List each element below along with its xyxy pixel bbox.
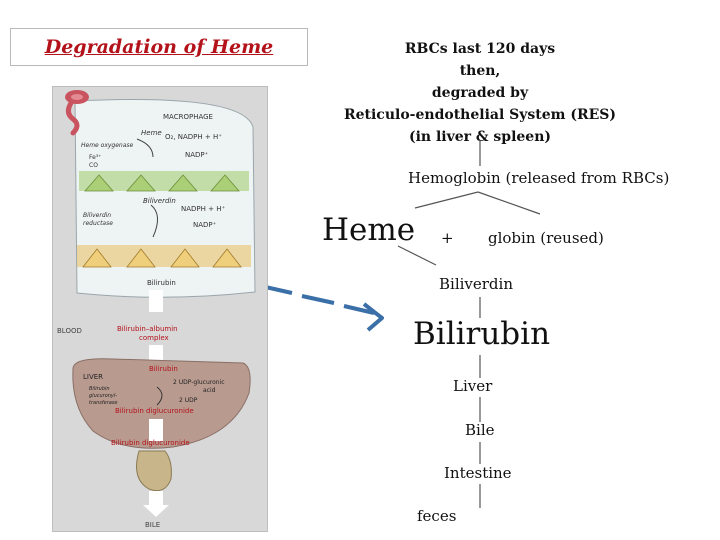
- label-blood: BLOOD: [57, 327, 82, 335]
- page-title: Degradation of Heme: [44, 36, 274, 58]
- biliverdin-molecule: [79, 171, 249, 192]
- intro-line-5: (in liver & spleen): [408, 129, 552, 145]
- column-2: [149, 345, 163, 361]
- gallbladder-shape: [136, 450, 172, 492]
- label-bilirubin-liver: Bilirubin: [149, 365, 178, 373]
- flow-feces: feces: [417, 507, 457, 525]
- label-diglucuronide: Bilirubin diglucuronide: [115, 407, 194, 415]
- label-udp-glucuronic-1: 2 UDP-glucuronic: [173, 379, 225, 386]
- label-nadph-2: NADPH + H⁺: [181, 205, 225, 213]
- label-transferase-1: Bilirubin: [89, 386, 110, 392]
- reaction-arrow-3: [156, 386, 163, 406]
- bilirubin-molecule: [77, 245, 251, 268]
- label-nadp: NADP⁺: [185, 151, 209, 159]
- label-transferase-3: transferase: [89, 400, 118, 406]
- label-liver: LIVER: [83, 373, 103, 381]
- intro-line-4: Reticulo-endothelial System (RES): [343, 107, 616, 123]
- flow-intestine: Intestine: [444, 464, 512, 482]
- intro-line-2: then,: [459, 63, 501, 79]
- connector-heme-biliverdin: [397, 245, 437, 266]
- label-transferase-2: glucuronyl-: [89, 393, 117, 399]
- flow-heme: Heme: [322, 212, 416, 248]
- flow-plus: +: [441, 229, 454, 247]
- label-co: CO: [89, 162, 98, 169]
- liver-shape: [72, 358, 251, 449]
- label-udp: 2 UDP: [179, 397, 198, 404]
- label-reductase-1: Biliverdin: [83, 212, 111, 219]
- label-albumin-1: Bilirubin–albumin: [117, 325, 178, 333]
- intro-line-3: degraded by: [431, 85, 529, 101]
- flow-globin: globin (reused): [488, 229, 604, 247]
- label-biliverdin: Biliverdin: [143, 197, 176, 205]
- down-arrow-bile: [143, 505, 169, 517]
- connector-globin: [477, 191, 541, 215]
- flow-bile: Bile: [465, 421, 495, 439]
- column-4: [149, 491, 163, 505]
- label-udp-glucuronic-2: acid: [203, 387, 216, 394]
- heme-degradation-figure: MACROPHAGE Heme O₂, NADPH + H⁺ Heme oxyg…: [52, 86, 268, 532]
- column-1: [149, 290, 163, 312]
- flow-liver: Liver: [453, 377, 493, 395]
- label-macrophage: MACROPHAGE: [163, 113, 213, 121]
- label-heme-oxygenase: Heme oxygenase: [81, 142, 134, 149]
- label-fe: Fe³⁺: [89, 154, 101, 161]
- label-heme: Heme: [141, 129, 162, 137]
- intro-line-1: RBCs last 120 days: [404, 41, 556, 57]
- figure-canvas: MACROPHAGE Heme O₂, NADPH + H⁺ Heme oxyg…: [57, 90, 256, 529]
- label-albumin-2: complex: [139, 334, 169, 342]
- dashed-arrow: [251, 282, 384, 332]
- column-3: [149, 419, 163, 441]
- label-diglucuronide-2: Bilirubin diglucuronide: [111, 439, 190, 447]
- title-box: Degradation of Heme: [10, 28, 308, 66]
- flow-biliverdin: Biliverdin: [439, 275, 513, 293]
- label-nadp-2: NADP⁺: [193, 221, 217, 229]
- connector-heme: [414, 191, 479, 209]
- label-reductase-2: reductase: [83, 220, 113, 227]
- label-o2-nadph: O₂, NADPH + H⁺: [165, 133, 222, 141]
- reaction-arrow-1: [136, 138, 154, 158]
- label-bile: BILE: [145, 521, 160, 529]
- label-bilirubin: Bilirubin: [147, 279, 176, 287]
- intro-text: RBCs last 120 days then, degraded by Ret…: [320, 38, 640, 148]
- flow-bilirubin: Bilirubin: [413, 316, 551, 352]
- red-blood-cell-icon: [65, 90, 89, 136]
- reaction-arrow-2: [150, 204, 158, 238]
- flow-hemoglobin: Hemoglobin (released from RBCs): [408, 169, 670, 187]
